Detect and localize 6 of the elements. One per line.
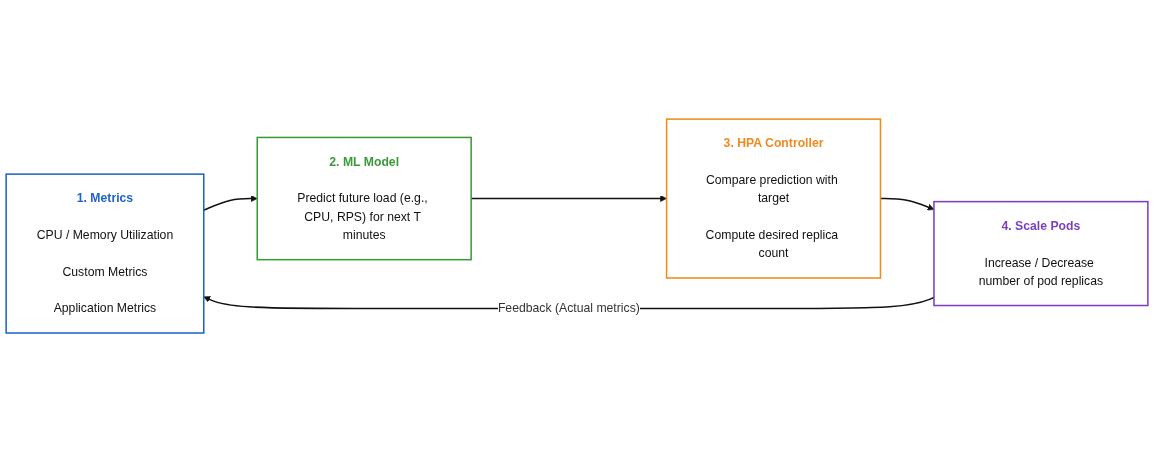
edge-label: Feedback (Actual metrics) — [497, 301, 640, 315]
node-box: 4. Scale Pods Increase / Decrease number of pod replicas — [933, 200, 1149, 307]
arrow — [203, 195, 258, 211]
node-box: 3. HPA Controller Compare prediction with target Compute desired replica count — [665, 118, 882, 279]
node-box: 1. Metrics CPU / Memory Utilization Custom Metrics Application Metrics — [5, 173, 205, 334]
node-box: 2. ML Model Predict future load (e.g., CPU, RPS) for next T minutes — [256, 136, 472, 261]
